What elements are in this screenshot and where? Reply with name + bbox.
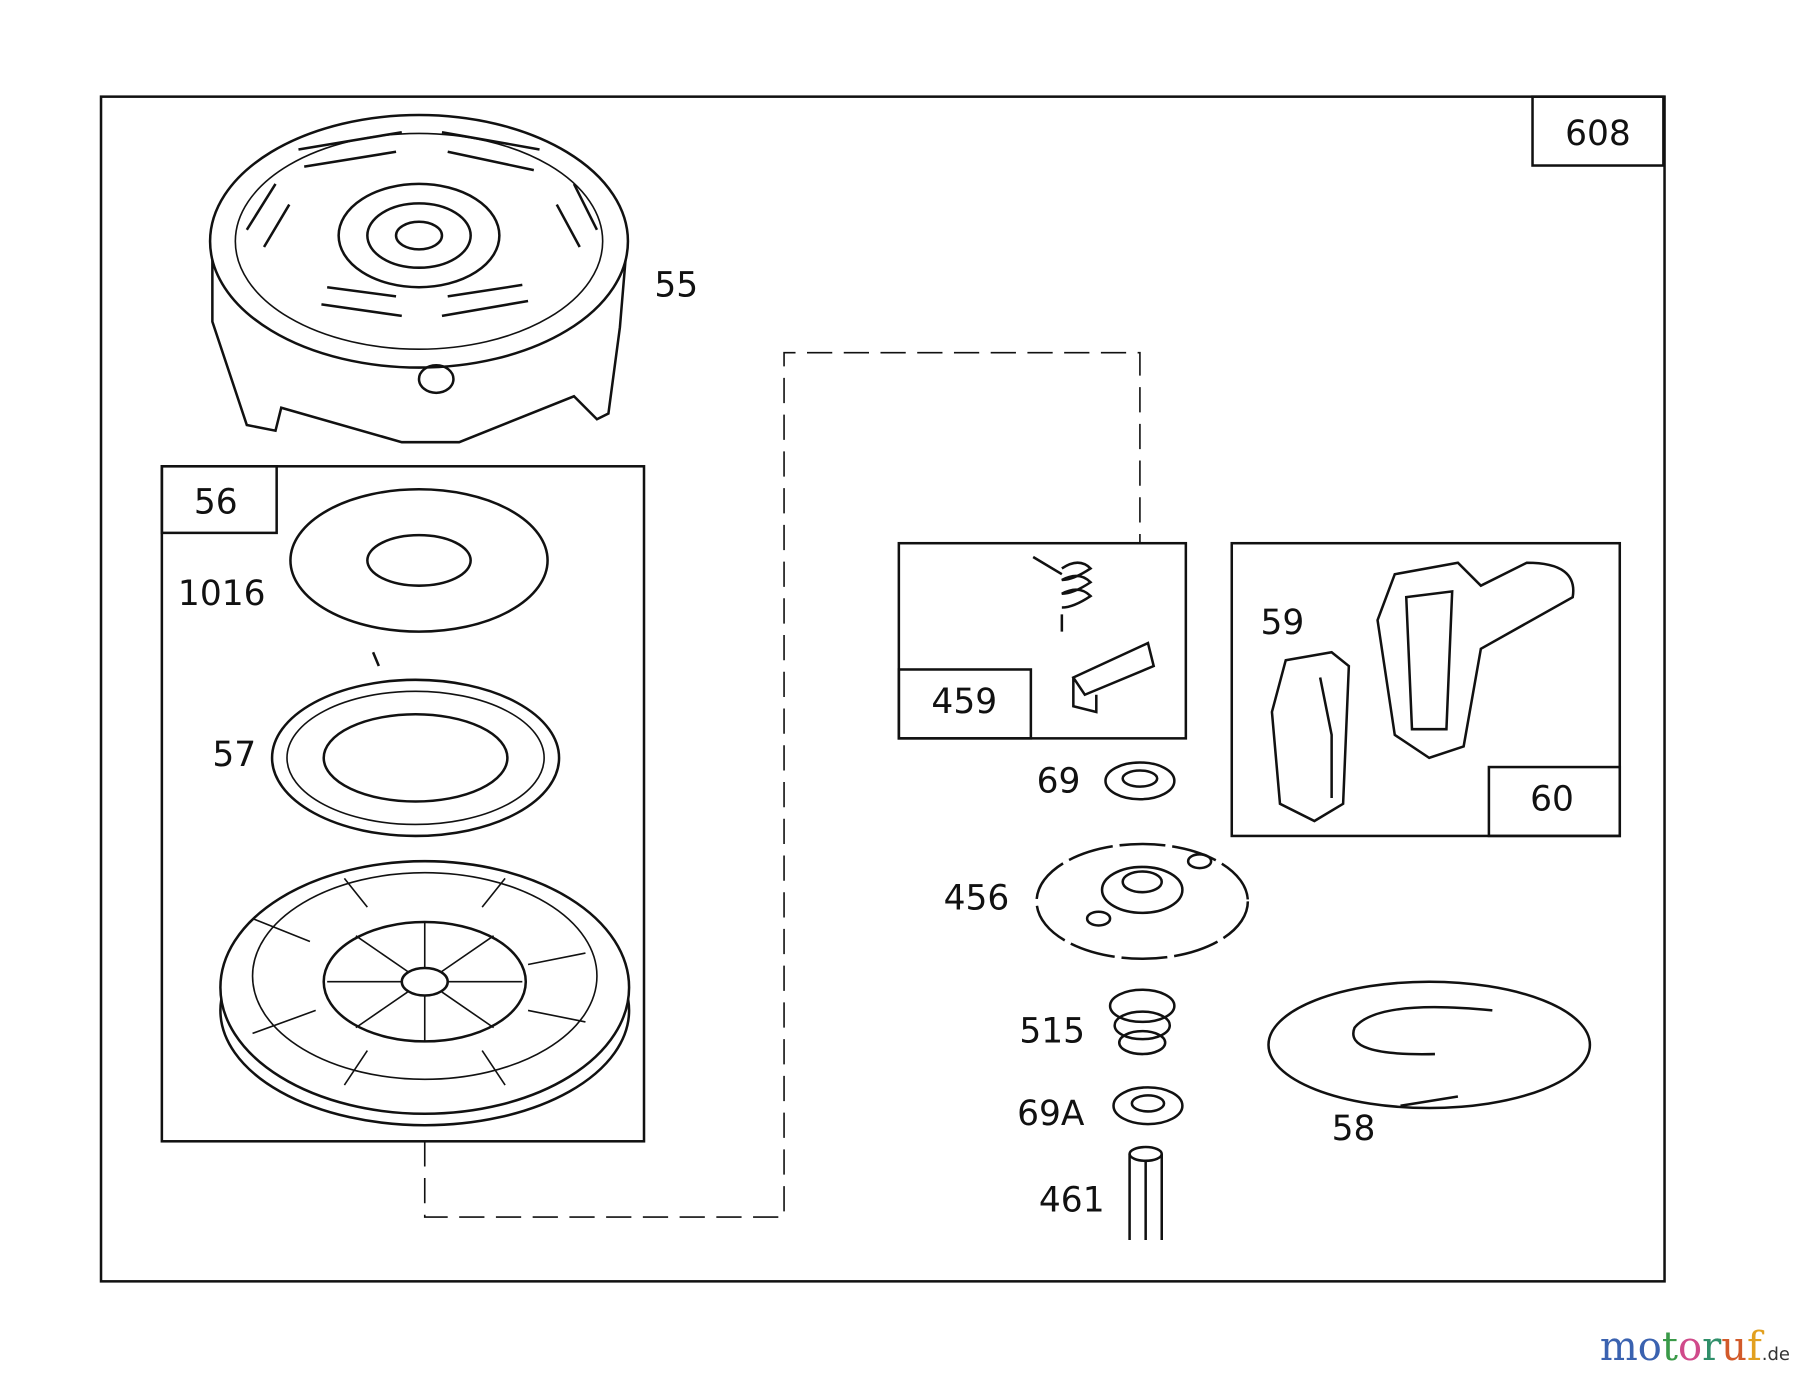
part-label-1016: 1016: [178, 574, 266, 614]
part-69a-washer: [1112, 1086, 1184, 1126]
assembly-number-box: [1531, 95, 1665, 167]
part-label-58: 58: [1332, 1109, 1376, 1149]
part-69-washer: [1104, 761, 1176, 801]
subassembly-459-label-box: [897, 668, 1033, 740]
part-461-pin: [1128, 1145, 1163, 1241]
part-label-456: 456: [944, 878, 1010, 918]
part-59-60-handle: [1270, 561, 1575, 823]
part-55-starter-housing: [208, 113, 630, 444]
part-456-ratchet: [1035, 842, 1250, 961]
part-pulley: [219, 859, 631, 1127]
part-label-69a: 69A: [1017, 1094, 1085, 1134]
part-label-69: 69: [1037, 761, 1081, 801]
subassembly-56-frame: [160, 465, 646, 1143]
part-label-459: 459: [931, 682, 997, 722]
part-1016-washer: [289, 487, 549, 633]
part-label-56: 56: [194, 482, 238, 522]
assembly-number: 608: [1565, 114, 1631, 154]
part-label-515: 515: [1019, 1012, 1085, 1052]
subassembly-60-label-box: [1487, 765, 1622, 838]
part-57-spring: [270, 651, 561, 838]
subassembly-56-label-box: [160, 465, 278, 535]
part-label-59: 59: [1260, 603, 1304, 643]
part-515-spring: [1108, 988, 1176, 1056]
outer-frame: [99, 95, 1666, 1283]
part-label-55: 55: [654, 265, 698, 305]
subassembly-60-frame: [1230, 541, 1622, 838]
part-459-spring-and-pawl: [1032, 555, 1156, 714]
dashed-connector: [423, 351, 1141, 1218]
part-label-461: 461: [1039, 1180, 1105, 1220]
part-label-57: 57: [212, 735, 256, 775]
part-58-rope: [1267, 980, 1592, 1110]
subassembly-459-frame: [897, 541, 1188, 740]
watermark-logo: motoruf.de: [1599, 1324, 1790, 1370]
part-label-60: 60: [1530, 780, 1574, 820]
